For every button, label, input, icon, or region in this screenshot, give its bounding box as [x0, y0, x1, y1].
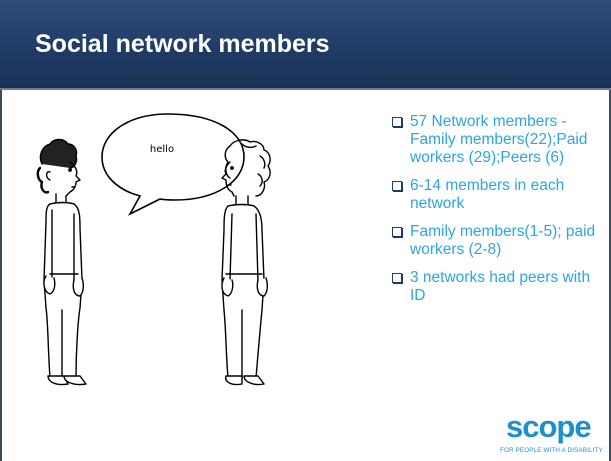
bullet-text: Family members(1-5); paid workers (2-8) — [410, 223, 596, 258]
bullet-item: 6-14 members in each network — [392, 177, 597, 213]
checkbox-bullet-icon — [392, 117, 402, 127]
conversation-illustration: hello — [36, 113, 271, 386]
slide-title: Social network members — [35, 30, 330, 58]
bullet-item: Family members(1-5); paid workers (2-8) — [392, 223, 597, 259]
checkbox-bullet-icon — [392, 181, 402, 191]
logo-wordmark: scope — [506, 409, 592, 444]
bullet-text: 57 Network members - Family members(22);… — [410, 113, 588, 166]
bullet-item: 57 Network members - Family members(22);… — [392, 113, 597, 167]
checkbox-bullet-icon — [392, 273, 402, 283]
slide-frame-left — [0, 90, 2, 461]
scope-logo: scope FOR PEOPLE WITH A DISABILITY — [496, 410, 608, 460]
slide-frame-right — [609, 90, 611, 461]
title-bar: Social network members — [0, 0, 611, 90]
checkbox-bullet-icon — [392, 227, 402, 237]
left-person — [36, 138, 87, 386]
logo-tagline: FOR PEOPLE WITH A DISABILITY — [500, 447, 603, 454]
bullet-text: 3 networks had peers with ID — [410, 269, 591, 304]
right-person — [221, 139, 271, 386]
speech-bubble: hello — [101, 113, 245, 216]
bullet-text: 6-14 members in each network — [410, 177, 565, 212]
speech-bubble-text: hello — [150, 144, 174, 155]
bullet-list: 57 Network members - Family members(22);… — [392, 113, 597, 315]
bullet-item: 3 networks had peers with ID — [392, 269, 597, 305]
